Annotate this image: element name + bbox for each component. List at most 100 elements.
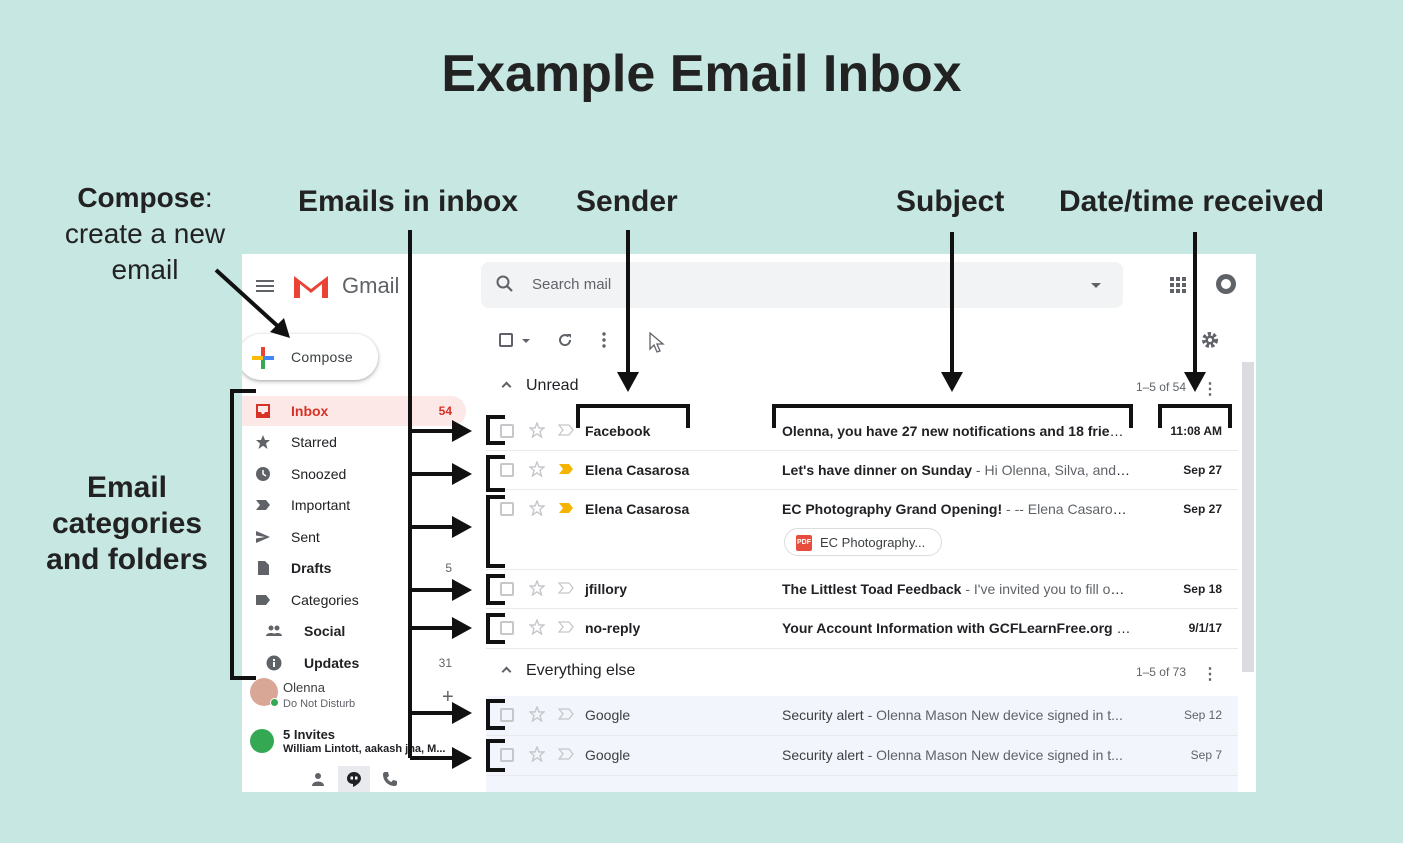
sidebar-item-inbox[interactable]: Inbox 54 — [242, 396, 466, 426]
sidebar-item-important[interactable]: Important — [242, 490, 466, 520]
email-sender: Elena Casarosa — [585, 501, 690, 517]
date-time-label: Date/time received — [1059, 185, 1325, 218]
table-row[interactable]: jfillory The Littlest Toad Feedback - I'… — [486, 570, 1238, 609]
search-input[interactable]: Search mail — [532, 276, 612, 293]
send-icon — [256, 531, 270, 543]
star-icon[interactable] — [529, 580, 545, 596]
menu-icon[interactable] — [256, 280, 274, 292]
sidebar-item-starred[interactable]: Starred — [242, 427, 466, 457]
compose-button[interactable]: Compose — [242, 334, 378, 380]
account-icon[interactable] — [1216, 274, 1236, 294]
section-count: 1–5 of 73 — [1135, 665, 1186, 679]
sender-bracket — [576, 404, 690, 428]
row-checkbox[interactable] — [500, 621, 514, 635]
sidebar-item-label: Sent — [291, 529, 320, 545]
email-arrowhead — [452, 579, 472, 601]
star-icon[interactable] — [529, 500, 545, 516]
sidebar-item-count: 31 — [438, 656, 452, 670]
email-date: Sep 27 — [1183, 463, 1222, 477]
star-icon[interactable] — [529, 461, 545, 477]
sidebar-item-label: Snoozed — [291, 466, 347, 482]
important-marker-icon[interactable] — [558, 582, 574, 594]
select-all-checkbox[interactable] — [499, 333, 513, 347]
table-row[interactable]: Facebook Olenna, you have 27 new notific… — [486, 412, 1238, 451]
sidebar-item-label: Categories — [291, 592, 359, 608]
row-checkbox[interactable] — [500, 463, 514, 477]
clock-icon — [256, 467, 270, 481]
search-options-caret-icon[interactable] — [1091, 283, 1101, 288]
hangouts-invite-icon — [250, 729, 274, 753]
star-icon[interactable] — [529, 619, 545, 635]
add-contact-plus-icon[interactable]: + — [442, 686, 454, 708]
hangouts-chat-tab[interactable] — [338, 766, 370, 792]
important-marker-icon[interactable] — [558, 463, 574, 475]
row-checkbox[interactable] — [500, 502, 514, 516]
email-date: Sep 18 — [1183, 582, 1222, 596]
person-icon — [312, 773, 324, 786]
important-marker-icon[interactable] — [558, 621, 574, 633]
email-date: 9/1/17 — [1188, 621, 1222, 635]
sidebar-item-updates[interactable]: Updates 31 — [242, 648, 466, 678]
sidebar-item-social[interactable]: Social — [242, 616, 466, 646]
categories-annotation-line3: and folders — [46, 543, 208, 576]
search-bar[interactable]: Search mail — [481, 262, 1123, 308]
mouse-cursor-icon — [649, 332, 665, 353]
important-marker-icon[interactable] — [558, 424, 574, 436]
contacts-tab[interactable] — [302, 766, 334, 792]
sidebar-item-snoozed[interactable]: Snoozed — [242, 459, 466, 489]
email-date: Sep 12 — [1183, 708, 1222, 722]
sidebar-item-categories[interactable]: Categories — [242, 585, 466, 615]
email-sender: Google — [585, 707, 631, 723]
everything-else-section-header[interactable]: Everything else 1–5 of 73 ⋮ — [486, 652, 1238, 692]
row-bracket — [486, 699, 505, 730]
compose-label: Compose — [291, 349, 354, 365]
table-row[interactable]: Elena Casarosa EC Photography Grand Open… — [486, 490, 1238, 570]
row-checkbox[interactable] — [500, 424, 514, 438]
scrollbar[interactable] — [1242, 362, 1254, 672]
date-bracket — [1158, 404, 1232, 428]
star-icon[interactable] — [529, 706, 545, 722]
row-checkbox[interactable] — [500, 582, 514, 596]
important-marker-icon[interactable] — [558, 708, 574, 720]
important-marker-icon[interactable] — [558, 502, 574, 514]
attachment-chip[interactable]: EC Photography... — [784, 528, 942, 556]
important-marker-icon[interactable] — [558, 748, 574, 760]
apps-grid-icon[interactable] — [1170, 277, 1186, 293]
categories-annotation-line2: categories — [51, 507, 203, 540]
table-row[interactable]: no-reply Your Account Information with G… — [486, 609, 1238, 649]
row-checkbox[interactable] — [500, 748, 514, 762]
phone-tab[interactable] — [374, 766, 406, 792]
table-row[interactable]: Google Security alert - Olenna Mason New… — [486, 696, 1238, 736]
sidebar-item-drafts[interactable]: Drafts 5 — [242, 553, 466, 583]
gmail-wordmark: Gmail — [342, 273, 400, 298]
compose-arrowhead — [270, 318, 290, 338]
section-count: 1–5 of 54 — [1135, 380, 1186, 394]
search-icon[interactable] — [495, 274, 515, 294]
hangouts-user-name: Olenna — [283, 680, 325, 695]
hangouts-user-status: Do Not Disturb — [283, 698, 356, 710]
invites-title: 5 Invites — [283, 727, 336, 742]
pdf-icon — [796, 535, 812, 551]
inbox-icon — [256, 404, 270, 418]
table-row[interactable]: Elena Casarosa Let's have dinner on Sund… — [486, 451, 1238, 490]
more-vert-icon[interactable] — [602, 332, 606, 348]
section-more-icon[interactable]: ⋮ — [1202, 666, 1218, 683]
attachment-name: EC Photography... — [820, 535, 926, 550]
star-icon[interactable] — [529, 422, 545, 438]
table-row-partial[interactable] — [486, 776, 1238, 792]
table-row[interactable]: Google Security alert - Olenna Mason New… — [486, 736, 1238, 776]
compose-arrow — [214, 268, 284, 332]
sidebar-item-label: Important — [291, 497, 351, 513]
section-more-icon[interactable]: ⋮ — [1202, 381, 1218, 398]
refresh-icon[interactable] — [557, 332, 573, 348]
sidebar-item-label: Updates — [304, 655, 360, 671]
unread-section-header[interactable]: Unread 1–5 of 54 ⋮ — [486, 367, 1238, 407]
row-checkbox[interactable] — [500, 708, 514, 722]
subject-arrowhead — [941, 372, 963, 392]
gear-icon[interactable] — [1201, 331, 1219, 349]
select-options-caret-icon[interactable] — [522, 339, 530, 343]
star-icon[interactable] — [529, 746, 545, 762]
page-title: Example Email Inbox — [441, 45, 962, 103]
sidebar-item-sent[interactable]: Sent — [242, 522, 466, 552]
